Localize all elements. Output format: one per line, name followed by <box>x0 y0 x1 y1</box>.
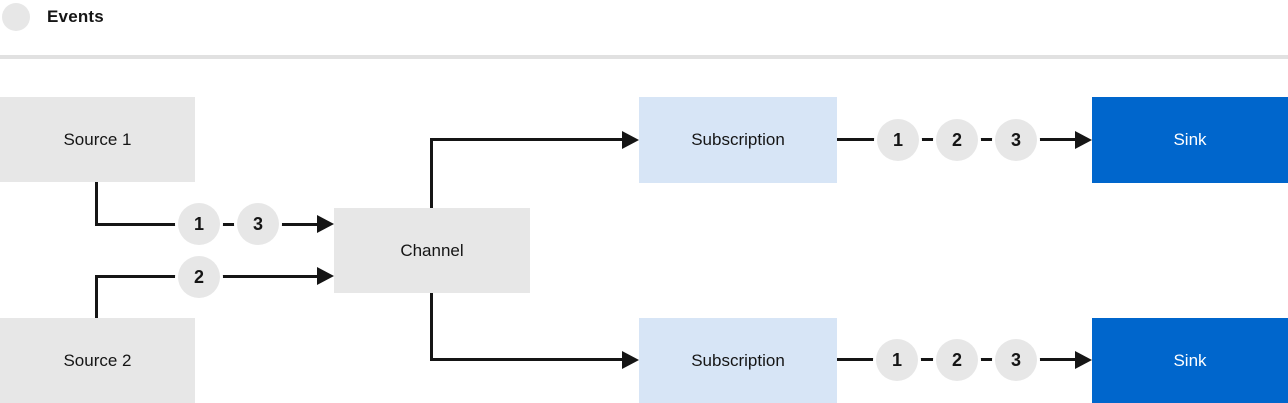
node-sink-bottom: Sink <box>1092 318 1288 403</box>
arrowhead-icon <box>1075 351 1092 369</box>
arrowhead-icon <box>622 131 639 149</box>
legend: Events <box>2 2 104 32</box>
node-source1: Source 1 <box>0 97 195 182</box>
arrowhead-icon <box>1075 131 1092 149</box>
connector-channel-to-subscription-top <box>430 138 623 141</box>
node-channel-label: Channel <box>400 240 464 260</box>
event-badge: 1 <box>178 203 220 245</box>
node-sink-bottom-label: Sink <box>1173 351 1207 370</box>
event-circle-icon <box>2 3 30 31</box>
connector-channel-up <box>430 138 433 209</box>
event-badge: 3 <box>995 119 1037 161</box>
connector-channel-down <box>430 292 433 361</box>
node-channel: Channel <box>334 208 530 293</box>
event-badge: 2 <box>936 119 978 161</box>
node-subscription-bottom: Subscription <box>639 318 837 403</box>
event-badge: 2 <box>936 339 978 381</box>
connector-source1-down <box>95 181 98 226</box>
arrowhead-icon <box>317 215 334 233</box>
node-subscription-bottom-label: Subscription <box>691 351 785 370</box>
connector-source2-up <box>95 275 98 319</box>
node-sink-top: Sink <box>1092 97 1288 183</box>
event-badge: 3 <box>237 203 279 245</box>
event-badge: 2 <box>178 256 220 298</box>
node-source1-label: Source 1 <box>63 129 132 149</box>
node-source2: Source 2 <box>0 318 195 403</box>
divider-rule <box>0 55 1288 59</box>
node-sink-top-label: Sink <box>1173 130 1207 149</box>
event-badge: 1 <box>876 339 918 381</box>
arrowhead-icon <box>622 351 639 369</box>
node-source2-label: Source 2 <box>63 351 132 370</box>
event-badge: 3 <box>995 339 1037 381</box>
arrowhead-icon <box>317 267 334 285</box>
event-badge: 1 <box>877 119 919 161</box>
node-subscription-top: Subscription <box>639 97 837 183</box>
legend-label: Events <box>47 7 104 26</box>
connector-channel-to-subscription-bottom <box>430 358 623 361</box>
node-subscription-top-label: Subscription <box>691 130 785 149</box>
